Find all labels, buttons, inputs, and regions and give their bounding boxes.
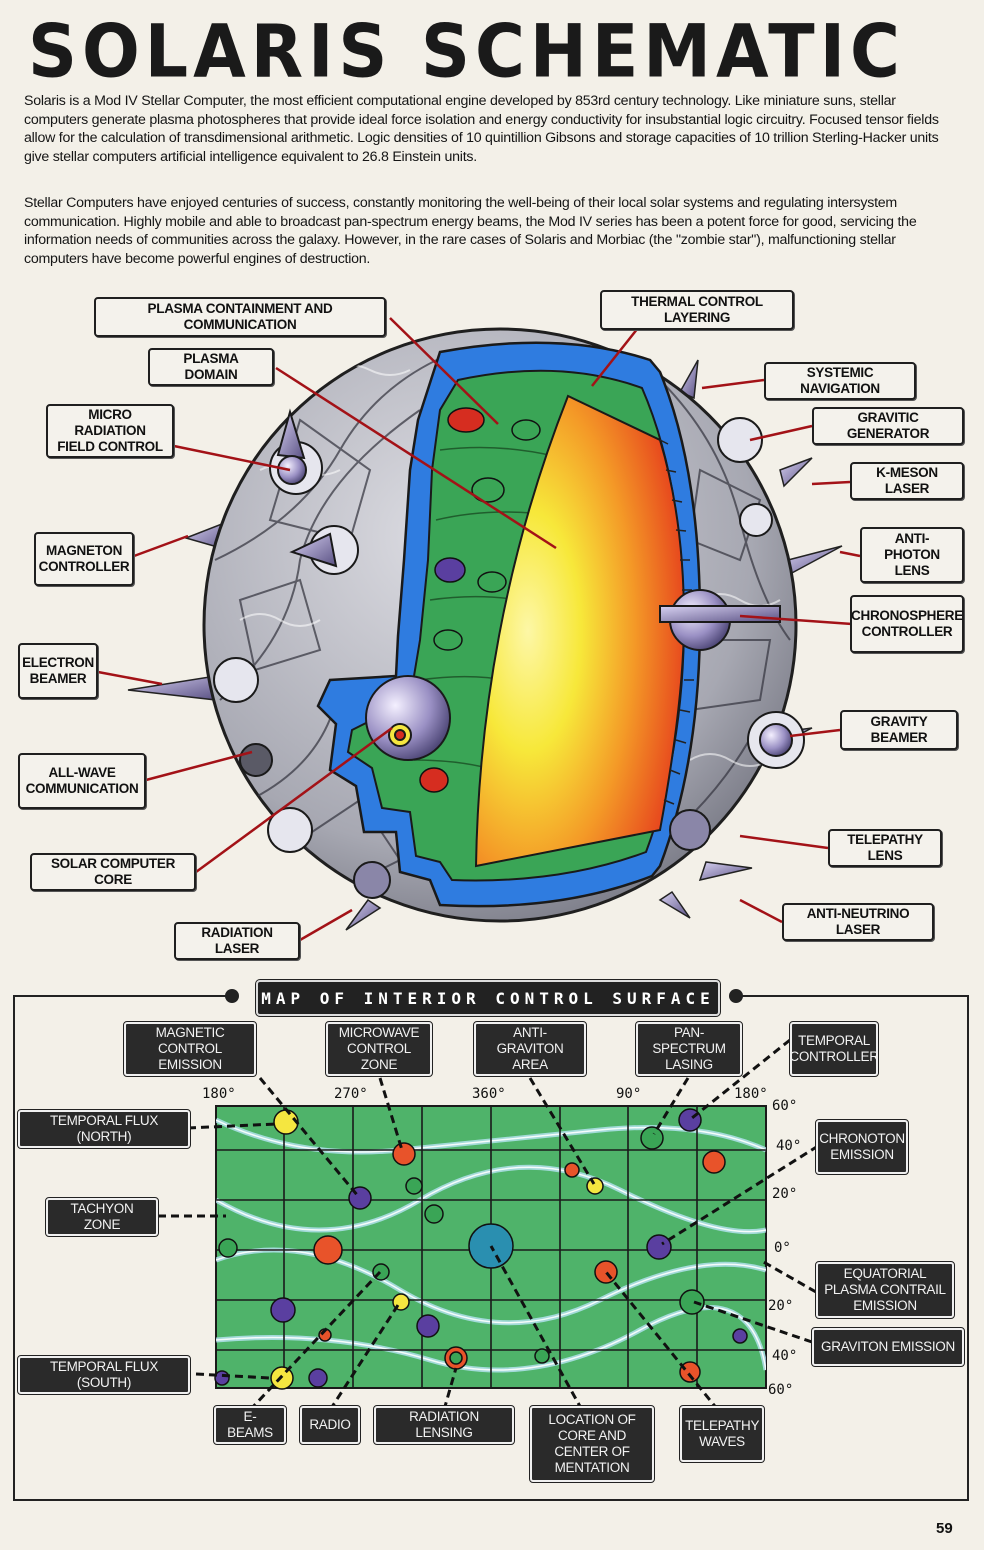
sphere-leader-lines [97, 317, 861, 942]
longitude-label: 180° [202, 1086, 236, 1102]
label-chronosphere-controller: Chronosphere Controller [850, 595, 964, 653]
map-leader-lines [158, 1038, 819, 1412]
map-label-telepathy-waves: Telepathy Waves [679, 1405, 765, 1463]
latitude-label: 40° [772, 1348, 798, 1364]
solar-computer-core-orb [365, 675, 451, 761]
map-label-graviton-emission: Graviton Emission [811, 1327, 965, 1367]
map-label-temporal-flux-south: Temporal Flux (South) [17, 1355, 191, 1395]
map-label-magnetic-control: Magnetic Control Emission [123, 1021, 257, 1077]
sphere-devices [213, 408, 805, 899]
latitude-label: 20° [772, 1186, 798, 1202]
map-label-equatorial-plasma: Equatorial Plasma Contrail Emission [815, 1261, 955, 1319]
label-gravity-beamer: Gravity Beamer [840, 710, 958, 750]
map-label-pan-spectrum: Pan-Spectrum Lasing [635, 1021, 743, 1077]
longitude-label: 90° [616, 1086, 642, 1102]
map-grid [214, 1105, 767, 1390]
latitude-label: 20° [768, 1298, 794, 1314]
page-title: SOLARIS SCHEMATIC [28, 9, 905, 95]
label-plasma-containment: Plasma Containment and Communication [94, 297, 386, 337]
latitude-label: 60° [768, 1382, 794, 1398]
map-nodes [214, 1108, 748, 1390]
label-solar-core: Solar Computer Core [30, 853, 196, 891]
map-label-temporal-flux-north: Temporal Flux (North) [17, 1109, 191, 1149]
solar-core-fire [474, 394, 686, 868]
label-telepathy-lens: Telepathy Lens [828, 829, 942, 867]
longitude-label: 360° [472, 1086, 506, 1102]
map-label-anti-graviton: Anti-Graviton Area [473, 1021, 587, 1077]
longitude-label: 270° [334, 1086, 368, 1102]
label-gravitic-generator: Gravitic Generator [812, 407, 964, 445]
page-number: 59 [936, 1520, 953, 1537]
label-micro-radiation: Micro Radiation Field Control [46, 404, 174, 458]
latitude-label: 60° [772, 1098, 798, 1114]
map-label-temporal-controller: Temporal Controller [789, 1021, 879, 1077]
map-label-radio: Radio [299, 1405, 361, 1445]
map-label-core-center: Location of Core and Center of Mentation [529, 1405, 655, 1483]
map-label-e-beams: E-Beams [213, 1405, 287, 1445]
label-radiation-laser: Radiation Laser [174, 922, 300, 960]
plasma-nodes [419, 407, 541, 793]
map-title: MAP OF INTERIOR CONTROL SURFACE [255, 979, 721, 1017]
latitude-label: 0° [774, 1240, 791, 1256]
longitude-label: 180° [734, 1086, 768, 1102]
label-anti-photon-lens: Anti-Photon Lens [860, 527, 964, 583]
label-systemic-navigation: Systemic Navigation [764, 362, 916, 400]
label-all-wave: All-Wave Communication [18, 753, 146, 809]
map-label-microwave-zone: Microwave Control Zone [325, 1021, 433, 1077]
label-thermal-control: Thermal Control Layering [600, 290, 794, 330]
label-k-meson-laser: K-Meson Laser [850, 462, 964, 500]
latitude-label: 40° [776, 1138, 802, 1154]
label-electron-beamer: Electron Beamer [18, 643, 98, 699]
history-paragraph: Stellar Computers have enjoyed centuries… [24, 195, 917, 267]
map-frame [13, 989, 969, 1501]
solaris-sphere [127, 327, 843, 931]
label-plasma-domain: Plasma Domain [148, 348, 274, 386]
map-label-chronoton-emission: Chronoton Emission [815, 1119, 909, 1175]
label-anti-neutrino-laser: Anti-Neutrino Laser [782, 903, 934, 941]
intro-paragraph: Solaris is a Mod IV Stellar Computer, th… [24, 93, 939, 165]
map-label-tachyon-zone: Tachyon Zone [45, 1197, 159, 1237]
map-label-radiation-lensing: Radiation Lensing [373, 1405, 515, 1445]
label-magneton-controller: Magneton Controller [34, 532, 134, 586]
